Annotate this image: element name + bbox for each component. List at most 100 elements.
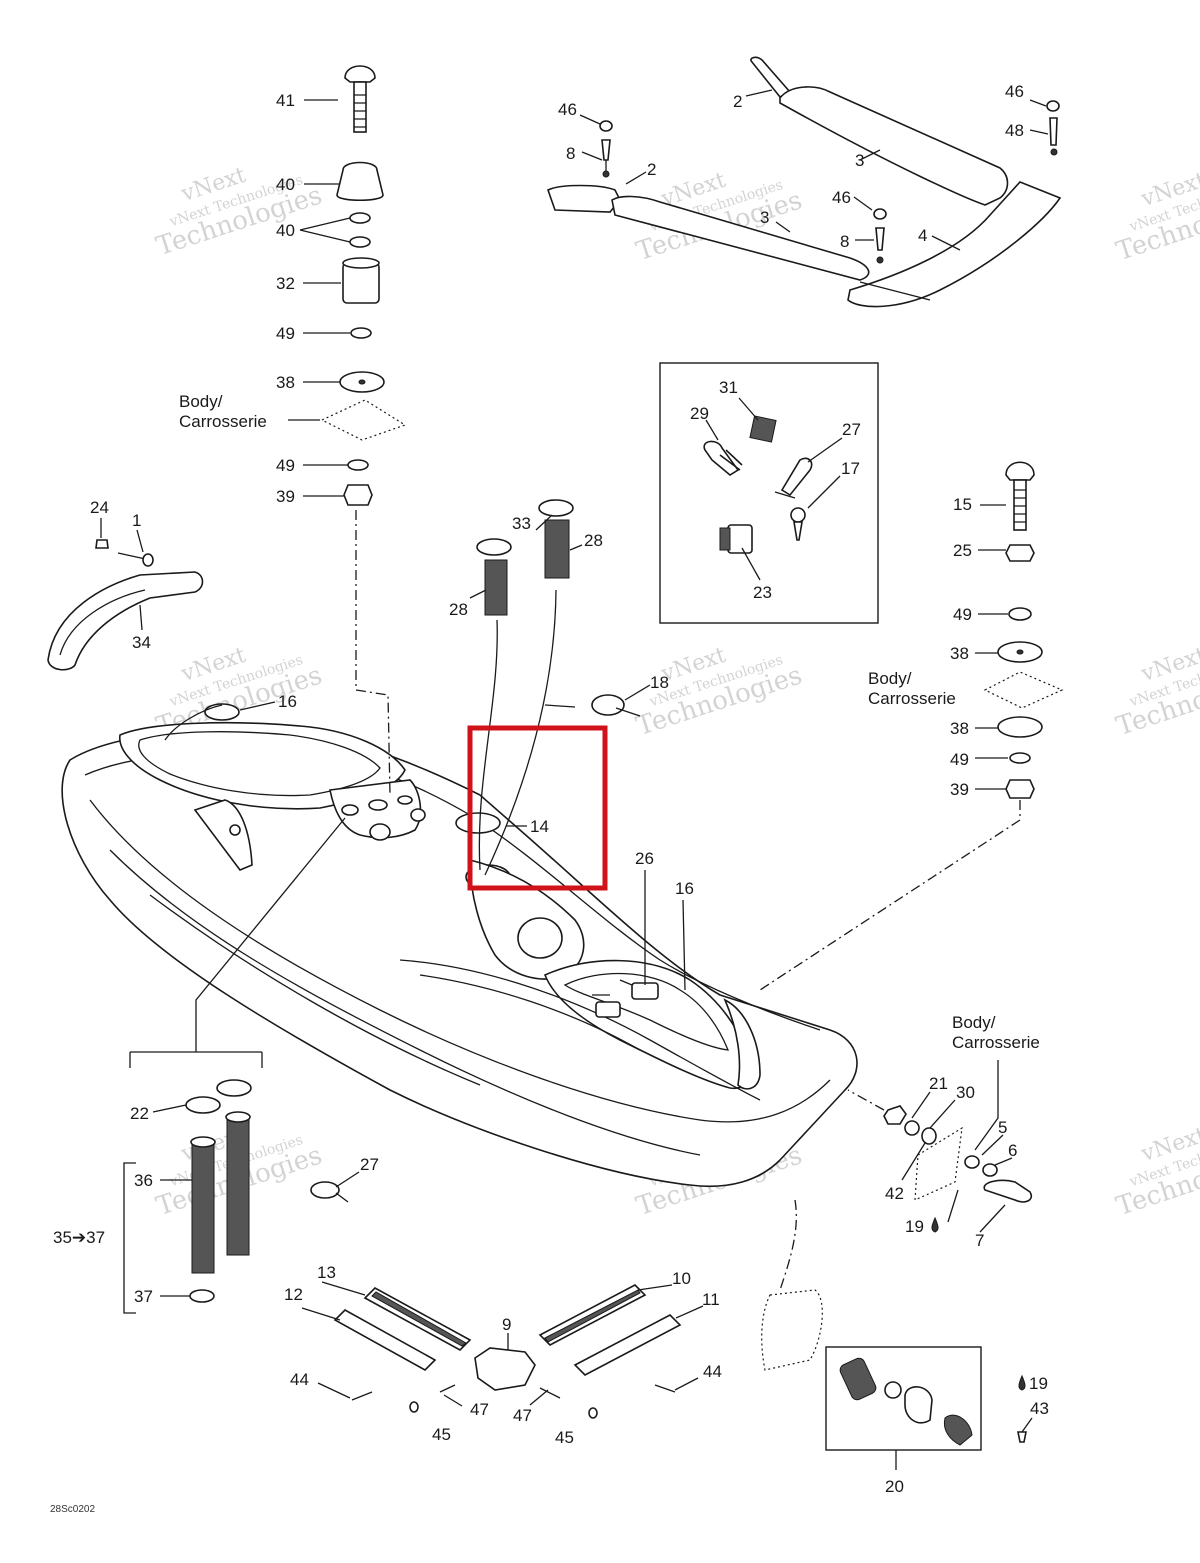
bumper-rails[interactable] <box>333 1284 682 1419</box>
callout-33: 33 <box>512 514 531 533</box>
callout-36: 36 <box>134 1171 153 1190</box>
callout-8: 8 <box>566 144 575 163</box>
hardware-kit-box[interactable] <box>659 362 879 624</box>
callout-37: 37 <box>134 1287 153 1306</box>
callout-42: 42 <box>885 1184 904 1203</box>
callout-24: 24 <box>90 498 109 517</box>
stern-hardware[interactable] <box>847 1060 1033 1233</box>
hull-clip <box>595 1001 621 1018</box>
hull-clip <box>631 982 659 1000</box>
watermark: vNext vNext Technologies Technologies <box>1113 643 1200 742</box>
callout-27: 27 <box>842 420 861 439</box>
callout-3: 3 <box>855 151 864 170</box>
callout-27: 27 <box>360 1155 379 1174</box>
watermark: vNext vNext Technologies Technologies <box>633 643 806 742</box>
callout-45: 45 <box>555 1428 574 1447</box>
callout-43: 43 <box>1030 1399 1049 1418</box>
callouts: 41 40 40 32 49 38 Body/ Carrosserie 49 3… <box>50 82 1049 1515</box>
callout-21: 21 <box>929 1074 948 1093</box>
callout-2: 2 <box>647 160 656 179</box>
callout-4: 4 <box>918 226 927 245</box>
callout-5: 5 <box>998 1118 1007 1137</box>
callout-49: 49 <box>950 750 969 769</box>
callout-40: 40 <box>276 175 295 194</box>
callout-29: 29 <box>690 404 709 423</box>
callout-13: 13 <box>317 1263 336 1282</box>
leader-lines <box>100 89 1049 1470</box>
callout-14[interactable]: 14 <box>530 817 549 836</box>
callout-19: 19 <box>905 1217 924 1236</box>
callout-10: 10 <box>672 1269 691 1288</box>
callout-18: 18 <box>650 673 669 692</box>
grab-handle[interactable] <box>47 539 204 671</box>
callout-17: 17 <box>841 459 860 478</box>
body-label: Carrosserie <box>868 689 956 708</box>
callout-47: 47 <box>513 1406 532 1425</box>
cable-ties[interactable] <box>164 694 641 741</box>
watermark: vNext vNext Technologies Technologies <box>1113 1123 1200 1222</box>
callout-47: 47 <box>470 1400 489 1419</box>
callout-49: 49 <box>953 605 972 624</box>
callout-32: 32 <box>276 274 295 293</box>
callout-45: 45 <box>432 1425 451 1444</box>
callout-46: 46 <box>832 188 851 207</box>
watermark: vNext vNext Technologies Technologies <box>153 163 326 262</box>
callout-40: 40 <box>276 221 295 240</box>
body-label: Body/ <box>868 669 912 688</box>
callout-35-37: 35➔37 <box>53 1228 105 1247</box>
body-label: Carrosserie <box>952 1033 1040 1052</box>
vent-kit[interactable] <box>123 817 349 1314</box>
callout-3: 3 <box>760 208 769 227</box>
vent-tubes[interactable] <box>476 499 574 876</box>
callout-16: 16 <box>278 692 297 711</box>
body-label: Carrosserie <box>179 412 267 431</box>
callout-44: 44 <box>290 1370 309 1389</box>
hull-hole <box>455 812 501 834</box>
callout-41: 41 <box>276 91 295 110</box>
highlight-box[interactable] <box>467 725 608 891</box>
callout-28: 28 <box>584 531 603 550</box>
callout-39: 39 <box>950 780 969 799</box>
callout-6: 6 <box>1008 1141 1017 1160</box>
callout-49: 49 <box>276 324 295 343</box>
drawing-code: 28Sc0202 <box>50 1504 95 1515</box>
callout-22: 22 <box>130 1104 149 1123</box>
body-label: Body/ <box>952 1013 996 1032</box>
callout-15: 15 <box>953 495 972 514</box>
callout-8: 8 <box>840 232 849 251</box>
mount-stack-right[interactable] <box>759 461 1064 991</box>
callout-16: 16 <box>675 879 694 898</box>
callout-28: 28 <box>449 600 468 619</box>
callout-19: 19 <box>1029 1374 1048 1393</box>
callout-25: 25 <box>953 541 972 560</box>
callout-11: 11 <box>702 1290 720 1309</box>
callout-9: 9 <box>502 1315 511 1334</box>
callout-48: 48 <box>1005 121 1024 140</box>
callout-12: 12 <box>284 1285 303 1304</box>
callout-39: 39 <box>276 487 295 506</box>
callout-46: 46 <box>558 100 577 119</box>
callout-26: 26 <box>635 849 654 868</box>
callout-38: 38 <box>950 719 969 738</box>
callout-44: 44 <box>703 1362 722 1381</box>
mount-stack-left[interactable] <box>320 65 407 796</box>
callout-46: 46 <box>1005 82 1024 101</box>
body-label: Body/ <box>179 392 223 411</box>
watermark: vNext vNext Technologies Technologies <box>1113 168 1200 267</box>
callout-23: 23 <box>753 583 772 602</box>
drain-plug-box[interactable] <box>761 1199 1027 1451</box>
callout-34: 34 <box>132 633 151 652</box>
callout-38: 38 <box>950 644 969 663</box>
hull-body[interactable] <box>61 721 858 1188</box>
callout-38: 38 <box>276 373 295 392</box>
callout-7: 7 <box>975 1231 984 1250</box>
footrest-pads[interactable] <box>547 56 1062 308</box>
callout-2: 2 <box>733 92 742 111</box>
callout-31: 31 <box>719 378 738 397</box>
callout-20: 20 <box>885 1477 904 1496</box>
callout-30: 30 <box>956 1083 975 1102</box>
callout-49: 49 <box>276 456 295 475</box>
callout-1: 1 <box>132 511 141 530</box>
